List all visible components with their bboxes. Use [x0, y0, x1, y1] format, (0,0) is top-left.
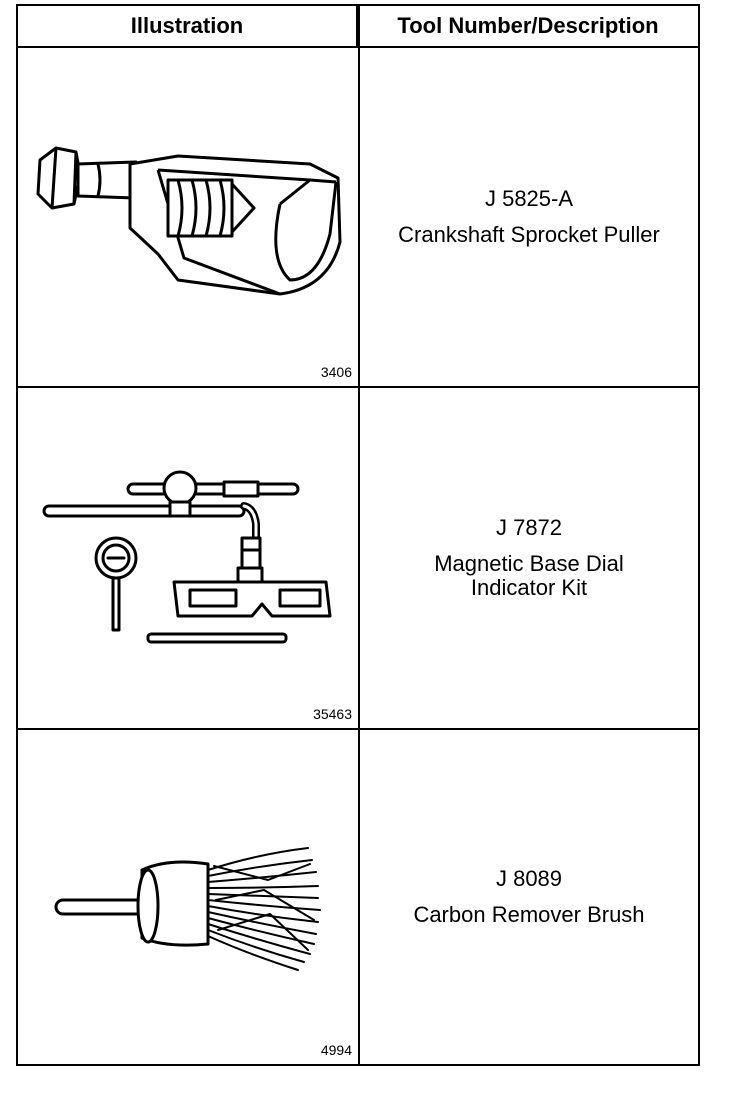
tool-number: J 5825-A	[484, 186, 574, 211]
table-row: 4994 J 8089 Carbon Remover Brush	[18, 730, 698, 1064]
tool-description: Crankshaft Sprocket Puller	[398, 222, 660, 247]
tool-description: Magnetic Base Dial Indicator Kit	[434, 551, 624, 600]
magnetic-base-dial-indicator-kit-icon	[42, 470, 332, 644]
tool-table: Illustration Tool Number/Description	[16, 4, 700, 1066]
figure-number: 3406	[320, 364, 352, 380]
table-row: 3406 J 5825-A Crankshaft Sprocket Puller	[18, 48, 698, 386]
header-illustration: Illustration	[18, 6, 358, 46]
tool-description: Carbon Remover Brush	[413, 902, 645, 927]
crankshaft-sprocket-puller-icon	[36, 146, 342, 296]
description-cell: J 7872 Magnetic Base Dial Indicator Kit	[360, 388, 698, 728]
figure-number: 35463	[313, 706, 352, 722]
illustration-cell: 3406	[18, 48, 358, 386]
table-row: 35463 J 7872 Magnetic Base Dial Indicato…	[18, 388, 698, 728]
description-cell: J 8089 Carbon Remover Brush	[360, 730, 698, 1064]
tool-number: J 8089	[495, 866, 563, 891]
column-divider	[358, 6, 360, 1064]
header-tool-number-description: Tool Number/Description	[397, 13, 659, 38]
illustration-cell: 4994	[18, 730, 358, 1064]
carbon-remover-brush-icon	[54, 847, 321, 971]
tool-number: J 7872	[495, 515, 563, 540]
figure-number: 4994	[320, 1042, 352, 1058]
description-cell: J 5825-A Crankshaft Sprocket Puller	[360, 48, 698, 386]
illustration-cell: 35463	[18, 388, 358, 728]
